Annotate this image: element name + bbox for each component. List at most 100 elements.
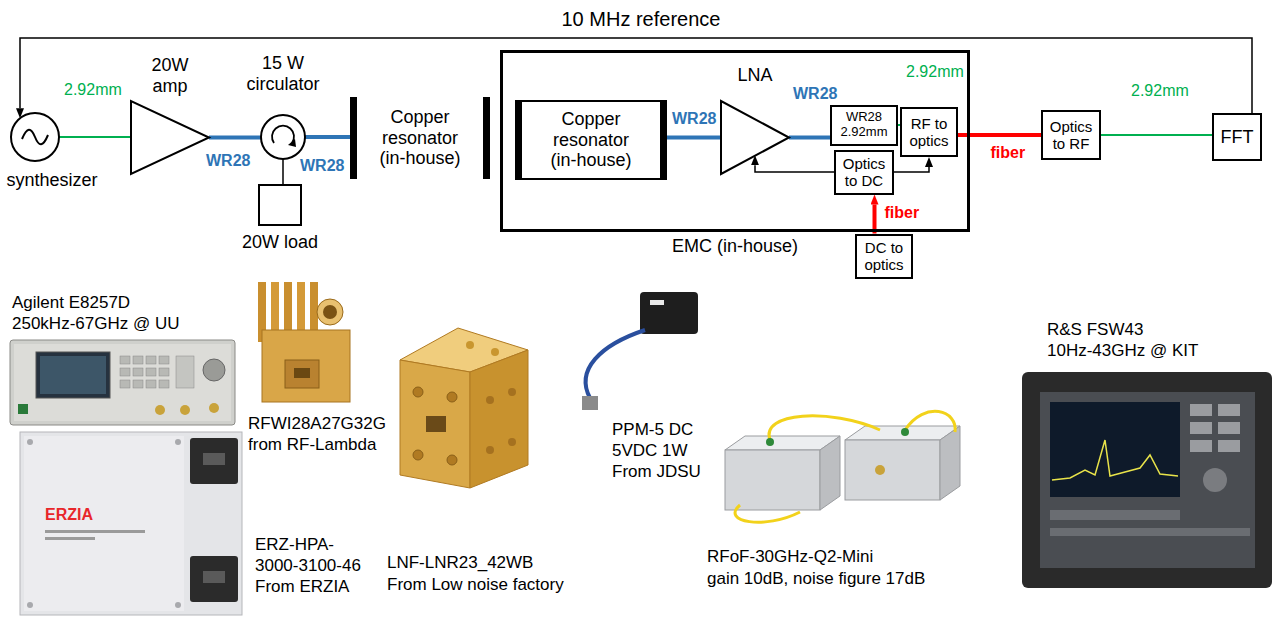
edge-label: fiber — [990, 144, 1027, 162]
node-text: FFT — [1221, 127, 1254, 148]
illustration-part — [508, 388, 516, 396]
illustration-part — [27, 602, 33, 608]
node-label: 20W amp — [145, 55, 195, 96]
node-label: DC to optics — [860, 239, 908, 274]
edge-label: 2.92mm — [905, 63, 965, 81]
caption-text: ERZ-HPA- — [255, 535, 334, 555]
illustration-part — [323, 305, 337, 319]
converter-box: Optics to DC — [834, 150, 894, 195]
illustration-part — [586, 330, 645, 398]
caption-text: From JDSU — [612, 462, 701, 482]
connector — [59, 136, 130, 138]
symbol-outline — [261, 115, 305, 159]
amplifier-triangle: 20W amp — [130, 100, 210, 175]
illustration-part — [285, 360, 319, 388]
illustration-part — [133, 368, 143, 376]
illustration-part — [447, 392, 457, 402]
analyzer-box: FFT — [1212, 113, 1262, 161]
illustration-part — [486, 396, 494, 404]
connector — [282, 159, 284, 184]
illustration-part — [901, 428, 909, 436]
logo-text: ERZIA — [45, 505, 93, 524]
illustration-part — [203, 359, 225, 381]
illustration-part — [27, 439, 33, 445]
resonator-box: Copper resonator (in-house) — [515, 100, 667, 180]
connector — [1101, 134, 1212, 136]
node-text: EMC (in-house) — [672, 236, 798, 257]
illustration-part — [508, 438, 516, 446]
illustration-part — [133, 380, 143, 388]
illustration-part — [317, 299, 343, 325]
illustration-part — [650, 300, 664, 305]
resonator-bars: Copper resonator (in-house) — [350, 97, 490, 179]
illustration-part — [175, 602, 181, 608]
circulator-circle: 15 W circulator — [260, 114, 306, 160]
node-label: LNA — [738, 65, 773, 86]
edge-label: WR28 — [299, 157, 345, 175]
illustration-part — [120, 380, 130, 388]
caption-text: From ERZIA — [255, 577, 349, 597]
illustration-part — [426, 416, 446, 432]
connector — [305, 135, 350, 139]
illustration-part — [820, 436, 840, 510]
caption-text: 3000-3100-46 — [255, 556, 361, 576]
illustration-part — [905, 411, 955, 432]
power-over-fiber-photo — [582, 292, 698, 410]
illustration-part — [466, 341, 474, 349]
illustration-part — [146, 356, 156, 364]
illustration-part — [24, 436, 184, 611]
illustration-part — [1218, 422, 1240, 434]
illustration-part — [159, 380, 169, 388]
spectrum-analyzer-photo — [1022, 372, 1272, 588]
node-text: 20W amp — [145, 55, 195, 96]
illustration-part — [262, 330, 350, 402]
connector — [209, 136, 261, 140]
illustration-part — [18, 404, 28, 414]
illustration-part — [769, 416, 880, 440]
circulation-arrowhead — [288, 139, 296, 147]
node-text: RF to optics — [905, 115, 953, 150]
node-label: RF to optics — [905, 115, 953, 150]
edge-label: 2.92mm — [1130, 82, 1190, 100]
illustration-part — [845, 440, 940, 500]
node-text: WR28 2.92mm — [835, 110, 893, 140]
node-label: EMC (in-house) — [672, 236, 798, 257]
illustration-part — [1218, 440, 1240, 452]
load-box: 20W load — [258, 184, 302, 226]
illustration-part — [1203, 468, 1227, 492]
node-label: synthesizer — [7, 170, 98, 191]
illustration-part — [1218, 404, 1240, 416]
connector — [789, 136, 830, 140]
edge-label: 10 MHz reference — [561, 8, 722, 31]
converter-box: Optics to RF — [1041, 110, 1101, 160]
amplifier-triangle: LNA — [720, 100, 790, 175]
illustration-part — [413, 387, 423, 397]
caption-text: 5VDC 1W — [612, 441, 688, 461]
amplifier-symbol — [720, 100, 790, 175]
node-label: 20W load — [242, 232, 318, 253]
illustration-part — [45, 537, 95, 540]
node-label: FFT — [1221, 127, 1254, 148]
illustration-part — [133, 356, 143, 364]
illustration-part — [735, 505, 800, 522]
illustration-part — [486, 446, 494, 454]
illustration-part — [640, 292, 698, 334]
node-label: Optics to RF — [1046, 118, 1096, 153]
illustration-part — [413, 450, 423, 460]
illustration-part — [203, 571, 225, 583]
illustration-part — [203, 453, 225, 465]
caption-text: from RF-Lambda — [248, 435, 376, 455]
illustration-part — [120, 368, 130, 376]
illustration-part — [491, 348, 499, 356]
illustration-part — [1022, 372, 1272, 588]
illustration-part — [159, 368, 169, 376]
illustration-part — [875, 465, 885, 475]
illustration-part — [180, 405, 190, 415]
circle-symbol — [10, 112, 60, 162]
illustration-part — [400, 360, 470, 488]
caption-text: From Low noise factory — [387, 575, 564, 595]
caption-text: Agilent E8257D — [12, 293, 130, 313]
illustration-part — [582, 396, 598, 410]
